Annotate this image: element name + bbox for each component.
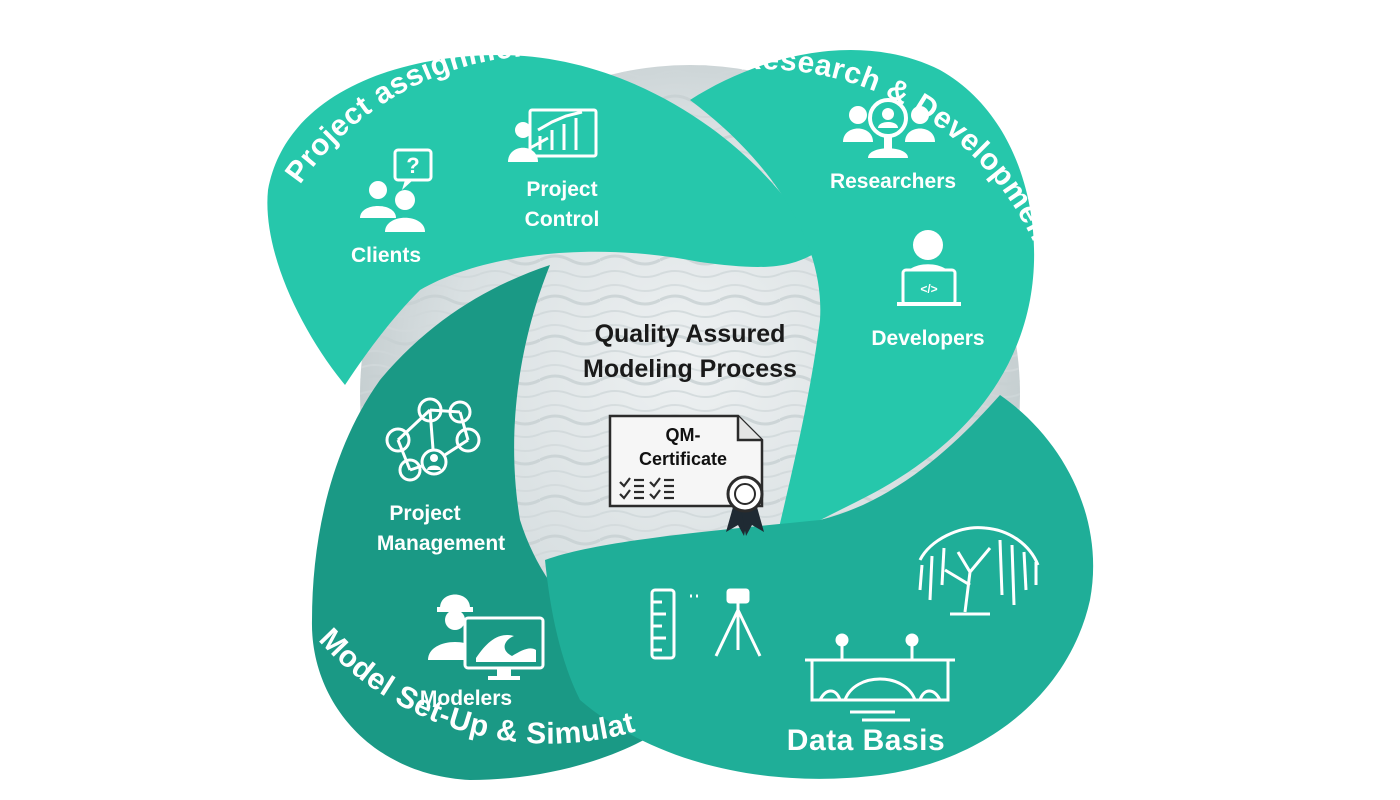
researchers-icon xyxy=(843,98,935,158)
certificate-label-line1: QM- xyxy=(666,425,701,445)
award-seal-icon xyxy=(726,475,764,536)
petal-research-development xyxy=(690,49,1035,545)
petal-project-assignment xyxy=(267,55,820,385)
role-label-project-management-line2: Management xyxy=(377,532,505,555)
petal-data-basis xyxy=(545,395,1094,779)
center-title-line2: Modeling Process xyxy=(583,355,797,383)
role-label-project-control-line1: Project xyxy=(526,178,597,201)
clients-icon: ? xyxy=(360,148,433,232)
svg-text:?: ? xyxy=(406,153,419,178)
role-label-clients: Clients xyxy=(351,244,421,267)
petal-title-data-basis: Data Basis xyxy=(787,724,945,757)
certificate-icon xyxy=(608,414,764,536)
bridge-icon xyxy=(805,633,955,722)
center-title-line1: Quality Assured xyxy=(595,320,786,348)
ruler-icon xyxy=(650,588,676,660)
developer-laptop-icon: </> xyxy=(897,230,961,306)
role-label-developers: Developers xyxy=(871,327,984,350)
willow-tree-icon xyxy=(918,526,1040,616)
role-label-modelers: Modelers xyxy=(420,687,512,710)
role-label-researchers: Researchers xyxy=(830,170,956,193)
surveying-tripod-icon xyxy=(690,588,762,657)
presentation-chart-icon xyxy=(508,108,598,162)
network-icon xyxy=(385,397,481,482)
certificate-label-line2: Certificate xyxy=(639,449,727,469)
role-label-project-control-line2: Control xyxy=(525,208,600,231)
modeler-monitor-icon xyxy=(428,594,545,680)
role-label-project-management-line1: Project xyxy=(389,502,460,525)
svg-text:</>: </> xyxy=(920,282,937,296)
